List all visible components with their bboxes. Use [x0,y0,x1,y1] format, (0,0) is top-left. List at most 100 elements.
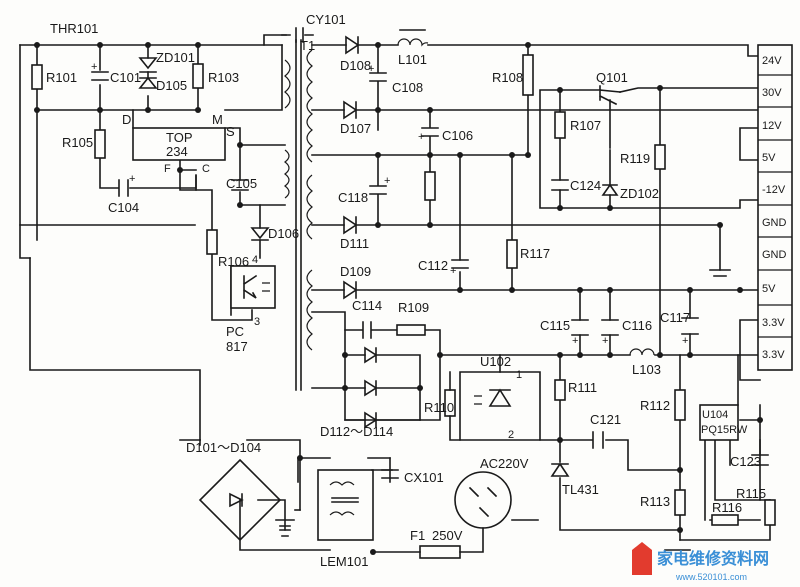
u102-label: U102 [480,354,511,369]
watermark-text: 家电维修资料网 [657,549,769,568]
r101-label: R101 [46,70,77,85]
r108: R108 [492,54,534,96]
c112: + C112 [418,258,469,277]
d101-d104-label: D101～D104 [186,440,261,455]
ac-label: AC220V [480,456,529,471]
svg-text:+: + [368,63,374,75]
zd102-label: ZD102 [620,186,659,201]
tl431-label: TL431 [562,482,599,497]
c106-label: C106 [442,128,473,143]
c123: C123 [730,454,769,469]
svg-text:+: + [91,61,97,73]
svg-text:+: + [418,131,424,143]
watermark: 家电维修资料网 www.520101.com [632,542,769,582]
pin-s: S [226,124,235,139]
pin-c: C [202,163,210,175]
l103-label: L103 [632,362,661,377]
primary-wiring [19,34,331,551]
r119-label: R119 [620,151,650,166]
d107: D107 [340,100,371,136]
r115-label: R115 [736,486,766,501]
top-chip-line1: TOP [166,130,193,145]
lem101-filter: LEM101 [317,469,374,569]
zd102: ZD102 [601,183,659,201]
svg-text:+: + [682,335,688,347]
svg-text:+: + [602,335,608,347]
c101: + C101 [91,61,141,85]
r103-label: R103 [208,70,239,85]
r117-label: R117 [520,246,550,261]
r111: R111 [554,379,597,401]
u104-label1: U104 [702,409,728,421]
c124-label: C124 [570,178,601,193]
pc-pin4: 4 [252,254,258,266]
thr101: THR101 [50,21,98,36]
pin-d: D [122,112,131,127]
ground-symbols [275,269,731,551]
r119: R119 [620,144,666,170]
r110: R110 [424,371,461,441]
top234-chip: TOP 234 D M S F C [122,112,235,175]
r109: R109 [396,300,429,336]
r116: R116 [711,500,742,526]
svg-text:+: + [129,173,135,185]
out-label-8: 3.3V [762,317,785,329]
d109: D109 [340,264,371,300]
cy101-label: CY101 [306,12,346,27]
lem101-label: LEM101 [320,554,368,569]
c124: C124 [551,178,601,193]
c105: C105 [226,176,257,191]
secondary-wiring [311,44,771,541]
svg-text:+: + [450,265,456,277]
c108-label: C108 [392,80,423,95]
junction-dots [34,42,763,555]
cy101: CY101 [281,12,346,43]
c117: + C117 [660,310,699,347]
c121-label: C121 [590,412,621,427]
r-c106-branch [424,171,436,201]
thr101-label: THR101 [50,21,98,36]
pc817-optocoupler: 4 3 PC 817 [226,254,276,354]
r107-label: R107 [570,118,601,133]
l101-label: L101 [398,52,427,67]
c115-label: C115 [540,318,570,333]
u104-regulator: U104 PQ15RW [699,404,748,441]
c116: + C116 [601,318,652,347]
c118-label: C118 [338,190,368,205]
r112-label: R112 [640,398,670,413]
c105-label: C105 [226,176,257,191]
c101-label: C101 [110,70,141,85]
c104: + C104 [108,173,139,215]
c123-label: C123 [730,454,761,469]
c117-label: C117 [660,310,690,325]
d106-label: D106 [268,226,299,241]
c116-label: C116 [622,318,652,333]
d112-d114: D112～D114 [320,346,421,439]
out-label-0: 24V [762,55,782,67]
bridge-rectifier: D101～D104 [186,440,282,542]
svg-text:+: + [572,335,578,347]
r112: R112 [640,389,686,421]
ac-inlet: AC220V [454,456,529,529]
r113-label: R113 [640,494,670,509]
r115: R115 [736,486,776,526]
output-connector: 24V 30V 12V 5V -12V GND GND 5V 3.3V 3.3V [757,44,793,371]
d111-label: D111 [340,236,369,251]
transformer-t1: T1 [284,38,315,391]
r113: R113 [640,489,686,516]
pc-pin3: 3 [254,316,260,328]
u104-label2: PQ15RW [701,424,748,436]
pc-label2: 817 [226,339,248,354]
fuse-f1: F1 250V [372,527,484,559]
l101: L101 [397,29,429,67]
c118: + C118 [338,175,390,205]
pin-m: M [212,112,223,127]
d107-label: D107 [340,121,371,136]
tl431: TL431 [550,462,599,497]
r109-label: R109 [398,300,429,315]
r105: R105 [62,129,106,159]
top-chip-line2: 234 [166,144,188,159]
r116-label: R116 [712,500,742,515]
d108-label: D108 [340,58,371,73]
c114-label: C114 [352,298,382,313]
